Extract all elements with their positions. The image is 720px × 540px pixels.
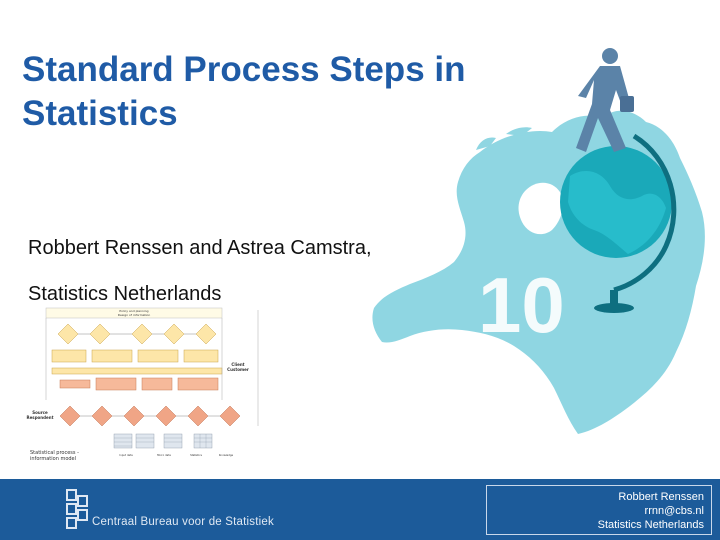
organization-name: Centraal Bureau voor de Statistiek — [92, 516, 274, 528]
svg-text:Design of information: Design of information — [118, 313, 151, 317]
svg-text:Respondent: Respondent — [27, 415, 54, 420]
slide-title: Standard Process Steps in Statistics — [22, 50, 466, 133]
svg-text:Knowledge: Knowledge — [219, 453, 234, 457]
netherlands-map-illustration: 10 — [372, 48, 705, 434]
contact-name: Robbert Renssen — [618, 491, 704, 503]
svg-text:Statistics: Statistics — [190, 453, 203, 457]
map-islands — [476, 127, 532, 150]
diagram-footer-label: Statistical process - — [30, 450, 79, 456]
contact-box — [486, 485, 712, 535]
map-inlet — [518, 182, 563, 235]
contact-email[interactable]: rrnn@cbs.nl — [644, 505, 704, 517]
contact-organization: Statistics Netherlands — [597, 519, 704, 531]
footer-bar — [0, 479, 720, 540]
svg-text:Micro data: Micro data — [157, 453, 171, 457]
source-label: Source — [32, 410, 48, 415]
diagram-top-box: Policy and planning — [119, 309, 148, 313]
affiliation-line: Statistics Netherlands — [28, 283, 222, 305]
svg-text:Input data: Input data — [119, 453, 133, 457]
walking-man-icon — [576, 48, 634, 152]
authors-line: Robbert Renssen and Astrea Camstra, — [28, 237, 372, 259]
process-model-diagram: Policy and planning Design of informatio… — [27, 307, 259, 462]
globe-icon — [560, 133, 677, 313]
badge-number: 10 — [478, 261, 565, 349]
client-label: Client — [231, 362, 244, 367]
svg-text:information model: information model — [30, 456, 76, 462]
cbs-logo-icon — [66, 489, 88, 529]
svg-text:Customer: Customer — [227, 367, 249, 372]
